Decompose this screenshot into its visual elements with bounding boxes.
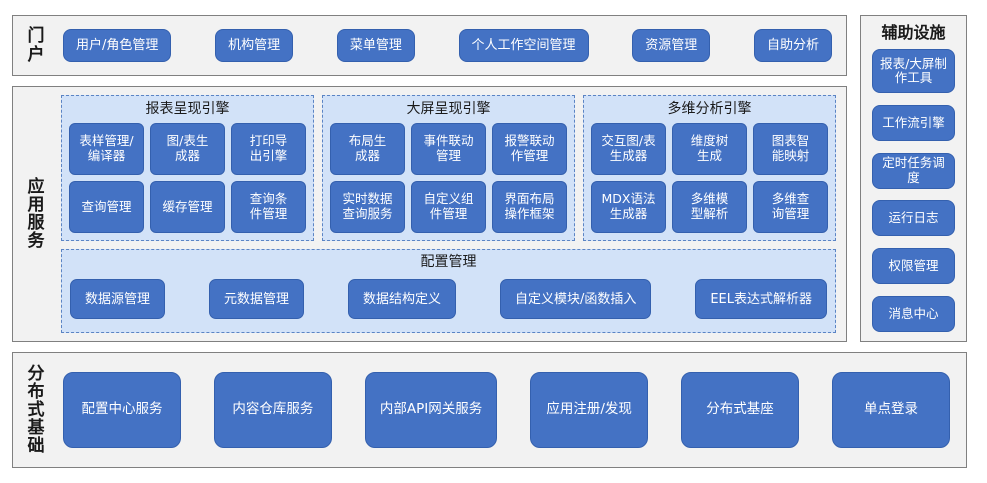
node-数据结构定义[interactable]: 数据结构定义 [347,279,456,320]
aux-node-消息中心[interactable]: 消息中心 [872,295,955,332]
node-事件联动-管理[interactable]: 事件联动 管理 [411,122,486,175]
node-图表智-能映射[interactable]: 图表智 能映射 [753,122,828,175]
node-mdx语法-生成器[interactable]: MDX语法 生成器 [591,180,666,233]
engine-items: 交互图/表 生成器维度树 生成图表智 能映射 MDX语法 生成器多维模 型解析多维… [591,122,828,233]
application-services-section-label: 应用服务 [13,87,59,341]
distributed-base-section-label: 分布式基础 [13,365,59,455]
node-元数据管理[interactable]: 元数据管理 [208,279,304,320]
node-查询条-件管理[interactable]: 查询条 件管理 [231,180,306,233]
node-应用注册-发现[interactable]: 应用注册/发现 [530,372,649,448]
auxiliary-facilities-title: 辅助设施 [881,23,946,42]
node-打印导-出引擎[interactable]: 打印导 出引擎 [231,122,306,175]
label-char: 务 [27,231,45,252]
distributed-base-items-row: 配置中心服务内容仓库服务内部API网关服务应用注册/发现分布式基座单点登录 [59,353,966,467]
engine-title: 多维分析引擎 [667,101,752,117]
node-实时数据-查询服务[interactable]: 实时数据 查询服务 [330,180,405,233]
node-查询管理[interactable]: 查询管理 [69,180,144,233]
label-char: 用 [27,194,45,215]
node-报警联动-作管理[interactable]: 报警联动 作管理 [492,122,567,175]
node-eel表达式解析器[interactable]: EEL表达式解析器 [695,279,827,320]
node-内部api网关服务[interactable]: 内部API网关服务 [364,372,498,448]
node-数据源管理[interactable]: 数据源管理 [70,279,166,320]
auxiliary-facilities-list: 报表/大屏制 作工具工作流引擎定时任务调度运行日志权限管理消息中心 [872,49,955,332]
aux-node-定时任务调度[interactable]: 定时任务调度 [872,152,955,189]
label-char: 户 [27,44,45,65]
configuration-management-panel: 配置管理 数据源管理 元数据管理 数据结构定义 自定义模块/函数插入 EEL表达式解析器 [61,249,836,333]
node-机构管理[interactable]: 机构管理 [215,29,294,62]
node-自助分析[interactable]: 自助分析 [753,29,832,62]
node-用户-角色管理[interactable]: 用户/角色管理 [63,29,172,62]
aux-node-权限管理[interactable]: 权限管理 [872,248,955,285]
label-char: 门 [27,26,45,47]
node-交互图-表-生成器[interactable]: 交互图/表 生成器 [591,122,666,175]
label-char: 应 [27,176,45,197]
node-缓存管理[interactable]: 缓存管理 [150,180,225,233]
engine-title: 大屏呈现引擎 [406,101,491,117]
engines-row: 报表呈现引擎表样管理/ 编译器图/表生 成器打印导 出引擎查询管理缓存管理查询条… [61,95,836,241]
node-维度树-生成[interactable]: 维度树 生成 [672,122,747,175]
engine-panel-大屏呈现引擎: 大屏呈现引擎布局生 成器事件联动 管理报警联动 作管理实时数据 查询服务自定义组… [322,95,575,241]
engine-items: 表样管理/ 编译器图/表生 成器打印导 出引擎查询管理缓存管理查询条 件管理 [69,122,306,233]
portal-section: 门户 用户/角色管理 机构管理 菜单管理 个人工作空间管理 资源管理 自助分析 [12,15,847,76]
configuration-management-title: 配置管理 [420,254,477,270]
node-图-表生-成器[interactable]: 图/表生 成器 [150,122,225,175]
node-分布式基座[interactable]: 分布式基座 [681,372,800,448]
configuration-management-items: 数据源管理 元数据管理 数据结构定义 自定义模块/函数插入 EEL表达式解析器 [70,275,827,324]
node-表样管理--编译器[interactable]: 表样管理/ 编译器 [69,122,144,175]
application-services-body: 报表呈现引擎表样管理/ 编译器图/表生 成器打印导 出引擎查询管理缓存管理查询条… [59,87,846,341]
node-布局生-成器[interactable]: 布局生 成器 [330,122,405,175]
label-char: 础 [27,436,45,457]
node-自定义模块-函数插入[interactable]: 自定义模块/函数插入 [499,279,652,320]
portal-items-row: 用户/角色管理 机构管理 菜单管理 个人工作空间管理 资源管理 自助分析 [59,16,846,75]
label-char: 式 [27,399,45,420]
aux-node-运行日志[interactable]: 运行日志 [872,200,955,237]
node-界面布局-操作框架[interactable]: 界面布局 操作框架 [492,180,567,233]
label-char: 服 [27,213,45,233]
distributed-base-section: 分布式基础 配置中心服务内容仓库服务内部API网关服务应用注册/发现分布式基座单… [12,352,967,468]
label-char: 布 [27,381,45,402]
label-char: 分 [27,363,45,384]
aux-node-报表-大屏制-作工具[interactable]: 报表/大屏制 作工具 [872,49,955,94]
auxiliary-facilities-section: 辅助设施 报表/大屏制 作工具工作流引擎定时任务调度运行日志权限管理消息中心 [860,15,967,342]
node-配置中心服务[interactable]: 配置中心服务 [63,372,181,448]
engine-panel-多维分析引擎: 多维分析引擎交互图/表 生成器维度树 生成图表智 能映射 MDX语法 生成器多维模… [583,95,836,241]
node-个人工作空间管理[interactable]: 个人工作空间管理 [458,29,589,62]
node-菜单管理[interactable]: 菜单管理 [336,29,415,62]
node-单点登录[interactable]: 单点登录 [831,372,950,448]
application-services-section: 应用服务 报表呈现引擎表样管理/ 编译器图/表生 成器打印导 出引擎查询管理缓存… [12,86,847,342]
node-自定义组-件管理[interactable]: 自定义组 件管理 [411,180,486,233]
engine-title: 报表呈现引擎 [145,101,230,117]
aux-node-工作流引擎[interactable]: 工作流引擎 [872,104,955,141]
node-内容仓库服务[interactable]: 内容仓库服务 [213,372,332,448]
label-char: 基 [27,418,45,438]
portal-section-label: 门户 [13,27,59,63]
node-资源管理[interactable]: 资源管理 [632,29,711,62]
node-多维查-询管理[interactable]: 多维查 询管理 [753,180,828,233]
engine-items: 布局生 成器事件联动 管理报警联动 作管理实时数据 查询服务自定义组 件管理界面… [330,122,567,233]
engine-panel-报表呈现引擎: 报表呈现引擎表样管理/ 编译器图/表生 成器打印导 出引擎查询管理缓存管理查询条… [61,95,314,241]
node-多维模-型解析[interactable]: 多维模 型解析 [672,180,747,233]
